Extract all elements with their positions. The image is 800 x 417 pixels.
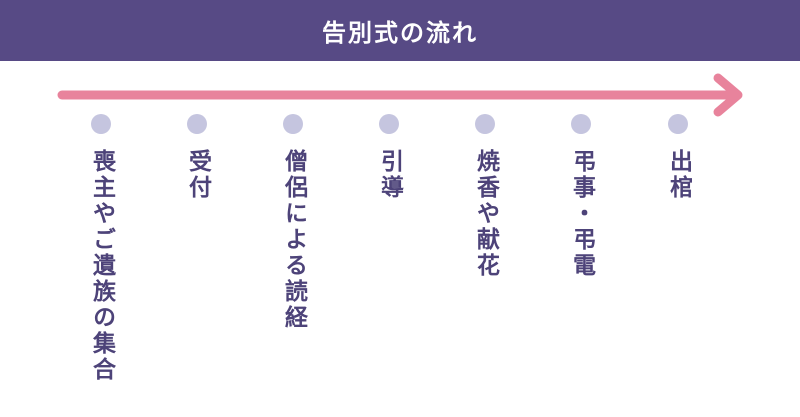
step-5-dot xyxy=(475,114,495,134)
step-7-dot xyxy=(668,114,688,134)
step-6: 弔事・弔電 xyxy=(561,114,601,279)
step-7-label: 出棺 xyxy=(665,149,692,201)
step-4: 引導 xyxy=(369,114,409,201)
step-3: 僧侶による読経 xyxy=(273,114,313,331)
header-bar: 告別式の流れ xyxy=(0,0,800,61)
step-7: 出棺 xyxy=(658,114,698,201)
step-3-label: 僧侶による読経 xyxy=(280,149,307,331)
step-5-label: 焼香や献花 xyxy=(472,149,499,279)
page-title: 告別式の流れ xyxy=(322,19,478,47)
step-2-label: 受付 xyxy=(184,149,211,201)
step-1-dot xyxy=(91,114,111,134)
step-3-dot xyxy=(283,114,303,134)
step-2-dot xyxy=(187,114,207,134)
arrow-head xyxy=(713,73,743,117)
step-5: 焼香や献花 xyxy=(465,114,505,279)
step-2: 受付 xyxy=(177,114,217,201)
step-6-dot xyxy=(571,114,591,134)
step-6-label: 弔事・弔電 xyxy=(568,149,595,279)
step-4-dot xyxy=(379,114,399,134)
step-1-label: 喪主やご遺族の集合 xyxy=(88,149,115,383)
step-1: 喪主やご遺族の集合 xyxy=(81,114,121,383)
step-4-label: 引導 xyxy=(376,149,403,201)
